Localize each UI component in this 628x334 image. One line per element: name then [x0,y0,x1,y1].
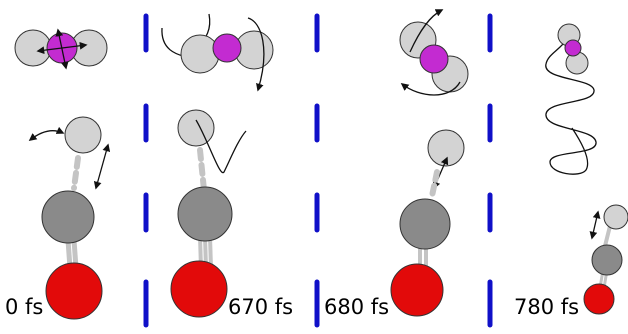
carbon-atom [591,244,623,276]
weak-bond [71,155,81,191]
light-atom [603,204,628,230]
oxygen-atom [390,263,444,317]
central-atom [419,44,449,74]
co-molecule [583,244,623,315]
triatomic-molecule [180,30,274,74]
weak-bond [429,169,440,199]
panel-3 [390,9,469,317]
vibration-arrows [36,28,88,70]
triatomic-molecule [557,23,589,75]
central-atom [564,39,582,57]
light-atom [180,34,220,74]
oxygen-atom [583,283,615,315]
oxygen-atom [45,262,103,320]
spiral-trajectory [545,37,597,175]
time-label-670fs: 670 fs [228,295,294,319]
carbon-atom [399,198,451,250]
central-atom [212,33,242,63]
double-arrow-icon [36,41,88,55]
carbon-atom [177,186,233,242]
co-molecule [41,190,103,320]
co-molecule [170,186,233,318]
triatomic-molecule [399,21,469,93]
panel-4 [545,23,628,315]
light-atom [64,116,102,154]
oxygen-atom [170,260,228,318]
panel-1 [14,28,111,320]
weak-bond [197,147,207,193]
trajectory-arrow-icon [400,81,461,96]
trajectory-arrow-icon [247,17,265,92]
double-arrow-icon [432,156,449,190]
time-label-680fs: 680 fs [324,295,390,319]
trajectory-curve [195,119,247,174]
double-arrow-icon [93,143,111,190]
light-atom [14,29,52,67]
light-atom [177,109,215,147]
double-arrow-icon [589,210,601,240]
curved-double-arrow-icon [28,126,65,141]
time-label-0fs: 0 fs [5,295,44,319]
co-molecule [390,198,451,317]
carbon-atom [41,190,95,244]
triple-bond [208,235,213,269]
time-label-780fs: 780 fs [514,295,580,319]
panel-2 [161,13,274,318]
trajectory-arrow-icon [409,9,444,53]
